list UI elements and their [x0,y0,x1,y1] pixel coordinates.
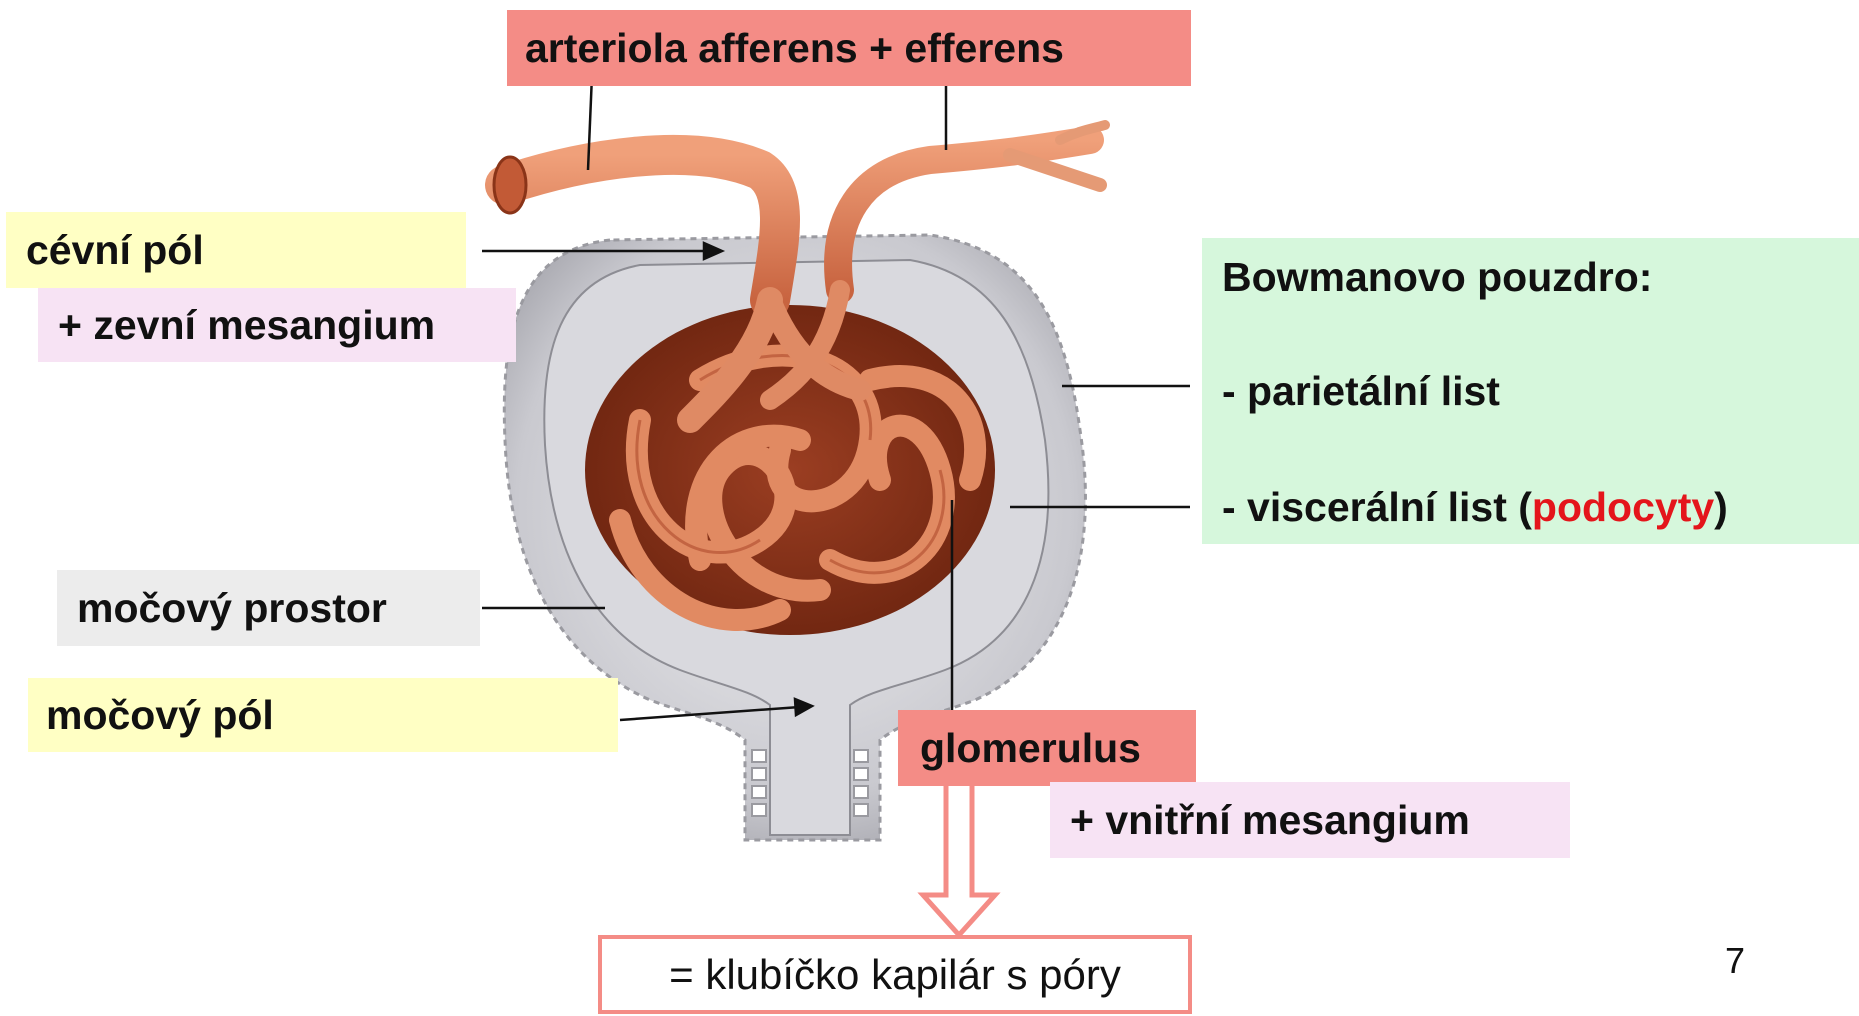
label-cevni-pol: cévní pól [6,212,466,288]
label-vnitrni-mesangium: + vnitřní mesangium [1050,782,1570,858]
label-arteriola: arteriola afferens + efferens [507,10,1191,86]
bowman-visceral-podocyty: podocyty [1532,484,1714,530]
label-arteriola-text: arteriola afferens + efferens [525,25,1064,72]
label-vnitrni-mesangium-text: + vnitřní mesangium [1070,797,1470,844]
label-glomerulus-text: glomerulus [920,725,1141,772]
label-mocovy-prostor-text: močový prostor [77,585,387,632]
bowman-capsule-box: Bowmanovo pouzdro: - parietální list - v… [1202,238,1859,544]
label-mocovy-pol: močový pól [28,678,618,752]
label-mocovy-pol-text: močový pól [46,692,274,739]
bowman-visceral-suffix: ) [1714,484,1728,530]
bowman-title: Bowmanovo pouzdro: [1222,254,1652,301]
label-mocovy-prostor: močový prostor [57,570,480,646]
bowman-visceral: - viscerální list (podocyty) [1222,484,1728,531]
label-glomerulus: glomerulus [898,710,1196,786]
bowman-visceral-prefix: - viscerální list ( [1222,484,1532,530]
label-cevni-pol-text: cévní pól [26,227,204,274]
bowman-parietal: - parietální list [1222,368,1500,415]
page-number: 7 [1725,940,1745,982]
label-zevni-mesangium-text: + zevní mesangium [58,302,435,349]
result-box: = klubíčko kapilár s póry [598,935,1192,1014]
result-text: = klubíčko kapilár s póry [669,951,1121,999]
down-arrow-icon [923,783,995,935]
label-zevni-mesangium: + zevní mesangium [38,288,516,362]
